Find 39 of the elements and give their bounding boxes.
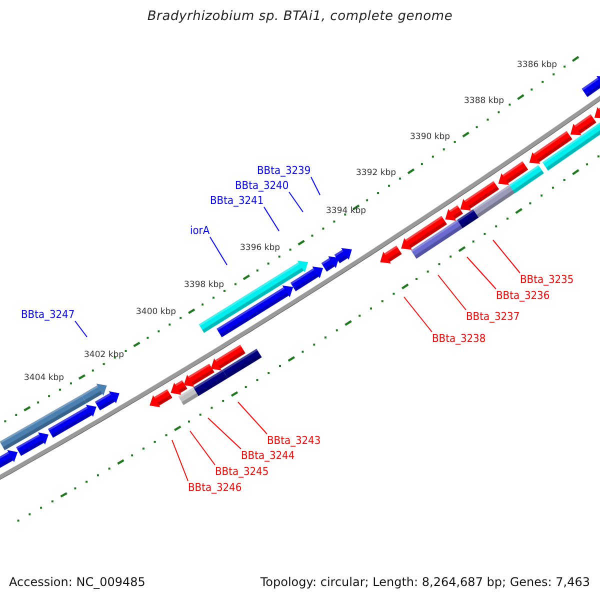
leader-line	[74, 320, 88, 338]
footer-text: Topology: circular; Length: 8,264,687 bp; Genes: 7,463	[260, 575, 590, 589]
gene-label: BBta_3245	[215, 465, 269, 478]
gene-label: BBta_3236	[496, 289, 550, 302]
scale-label: 3400 kbp	[136, 307, 176, 318]
scale-label: 3396 kbp	[240, 243, 280, 254]
gene-label: BBta_3239	[257, 164, 311, 177]
scale-label: 3388 kbp	[464, 96, 504, 107]
leader-line	[208, 418, 242, 450]
gene-label: BBta_3246	[188, 481, 242, 494]
gene-label: BBta_3235	[520, 273, 574, 286]
leader-line	[466, 256, 496, 290]
scale-label: 3402 kbp	[84, 350, 124, 361]
gene-label: iorA	[190, 224, 210, 237]
chart-title: Bradyrhizobium sp. BTAi1, complete genome	[146, 9, 454, 24]
leader-line	[310, 176, 320, 196]
scale-label: 3386 kbp	[517, 60, 558, 71]
leader-line	[438, 274, 466, 310]
leader-line	[190, 430, 216, 466]
scale-label: 3390 kbp	[410, 132, 450, 143]
scale-label: 3394 kbp	[326, 206, 366, 217]
gene-label: BBta_3240	[235, 179, 289, 192]
scale-label: 3398 kbp	[184, 280, 224, 291]
leader-line	[210, 236, 228, 266]
gene-label: BBta_3244	[241, 449, 295, 462]
leader-line	[172, 440, 188, 482]
footer-text: Accession: NC_009485	[9, 575, 146, 589]
scale-label: 3404 kbp	[24, 373, 64, 384]
leader-line	[404, 296, 432, 332]
leader-line	[264, 206, 280, 232]
gene-label: BBta_3238	[432, 332, 486, 345]
scale-label: 3392 kbp	[356, 168, 396, 179]
gene-label: BBta_3247	[21, 308, 75, 321]
leader-line	[238, 402, 268, 434]
leader-line	[288, 192, 304, 212]
gene-label: BBta_3237	[466, 310, 520, 323]
gene-label: BBta_3241	[210, 194, 264, 207]
leader-line	[492, 240, 520, 274]
gene-label: BBta_3243	[267, 434, 321, 447]
